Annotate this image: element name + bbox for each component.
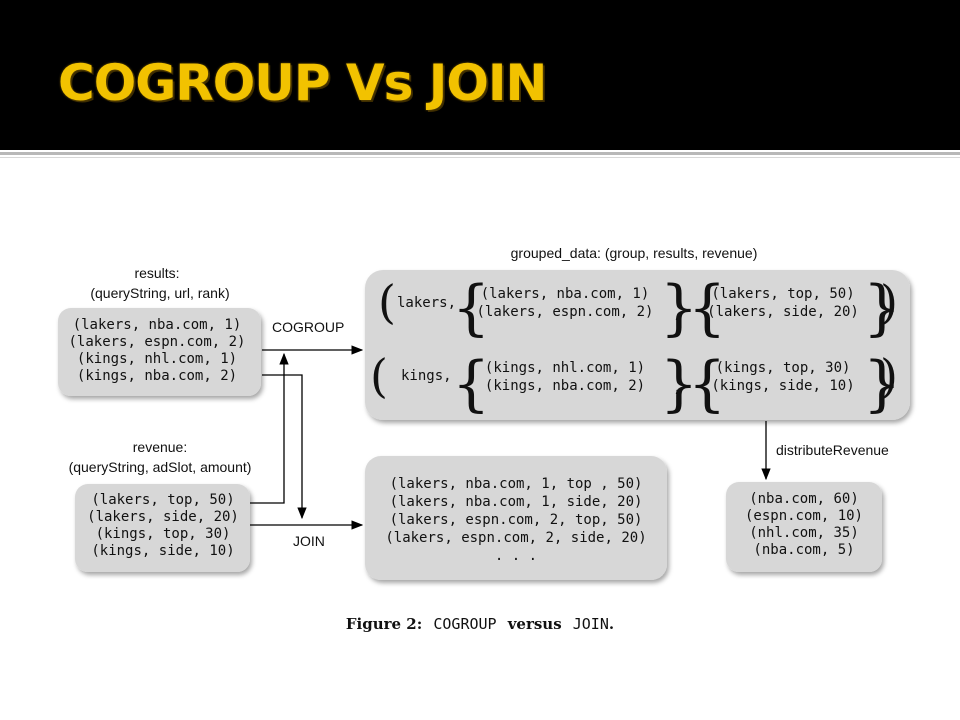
results-bag-open-brace: { <box>452 273 490 343</box>
grouped-results-tuple: (lakers, nba.com, 1) <box>481 286 650 302</box>
distribute-result-row: (nba.com, 5) <box>753 542 854 558</box>
revenue-bag-close-brace: } <box>863 349 901 419</box>
results-row: (lakers, espn.com, 2) <box>68 334 245 350</box>
join-edge-label: JOIN <box>293 533 325 549</box>
grouped-revenue-tuple: (kings, side, 10) <box>711 378 854 394</box>
distribute-result-box <box>726 482 882 572</box>
group-open-paren: ( <box>378 275 396 329</box>
title-divider-thin <box>0 157 960 158</box>
group-key: kings, <box>401 368 452 384</box>
grouped-revenue-tuple: (kings, top, 30) <box>716 360 851 376</box>
revenue-row: (lakers, top, 50) <box>91 492 234 508</box>
join-result-box <box>365 456 667 580</box>
title-divider <box>0 152 960 155</box>
results-row: (kings, nba.com, 2) <box>77 368 237 384</box>
join-result-row: (lakers, espn.com, 2, side, 20) <box>385 530 646 546</box>
results-bag-close-brace: } <box>660 349 698 419</box>
slide-title: COGROUP Vs JOIN <box>58 54 547 112</box>
revenue-header-schema: (queryString, adSlot, amount) <box>69 459 252 475</box>
grouped-revenue-tuple: (lakers, side, 20) <box>707 304 859 320</box>
join-result-row: (lakers, nba.com, 1, side, 20) <box>390 494 643 510</box>
grouped-box <box>365 270 910 420</box>
group-close-paren: ) <box>880 275 898 329</box>
revenue-bag-open-brace: { <box>688 349 726 419</box>
grouped-results-tuple: (kings, nba.com, 2) <box>485 378 645 394</box>
caption-op-cogroup: COGROUP <box>433 615 496 633</box>
grouped-revenue-tuple: (lakers, top, 50) <box>711 286 854 302</box>
distribute-edge-label: distributeRevenue <box>776 442 889 458</box>
results-bag-close-brace: } <box>660 273 698 343</box>
distribute-result-row: (espn.com, 10) <box>745 508 863 524</box>
revenue-row: (kings, side, 10) <box>91 543 234 559</box>
grouped-results-tuple: (lakers, espn.com, 2) <box>476 304 653 320</box>
revenue-row: (kings, top, 30) <box>96 526 231 542</box>
revenue-bag-open-brace: { <box>688 273 726 343</box>
group-open-paren: ( <box>370 349 388 403</box>
caption-versus: versus <box>507 615 562 633</box>
caption-prefix: Figure 2: <box>346 615 422 633</box>
grouped-results-tuple: (kings, nhl.com, 1) <box>485 360 645 376</box>
figure-caption: Figure 2: COGROUP versus JOIN. <box>346 614 614 633</box>
bag-separator: , <box>673 306 681 322</box>
revenue-header-name: revenue: <box>133 439 187 455</box>
results-to-join-arrow <box>262 374 307 520</box>
caption-period: . <box>609 615 614 633</box>
title-bar: COGROUP Vs JOIN <box>0 0 960 150</box>
caption-op-join: JOIN <box>573 615 609 633</box>
cogroup-edge-label: COGROUP <box>272 319 344 335</box>
results-bag-open-brace: { <box>452 349 490 419</box>
revenue-to-cogroup-arrow <box>250 352 289 504</box>
join-result-row: (lakers, nba.com, 1, top , 50) <box>390 476 643 492</box>
join-result-ellipsis: . . . <box>495 548 537 564</box>
results-row: (kings, nhl.com, 1) <box>77 351 237 367</box>
revenue-row: (lakers, side, 20) <box>87 509 239 525</box>
group-key: lakers, <box>397 295 456 311</box>
revenue-box <box>75 484 250 572</box>
bag-separator: , <box>673 380 681 396</box>
results-header-name: results: <box>134 265 179 281</box>
results-box <box>58 308 261 396</box>
results-row: (lakers, nba.com, 1) <box>73 317 242 333</box>
group-close-paren: ) <box>880 349 898 403</box>
revenue-bag-close-brace: } <box>863 273 901 343</box>
distribute-result-row: (nba.com, 60) <box>749 491 859 507</box>
distribute-result-row: (nhl.com, 35) <box>749 525 859 541</box>
join-result-row: (lakers, espn.com, 2, top, 50) <box>390 512 643 528</box>
grouped-header: grouped_data: (group, results, revenue) <box>511 245 758 261</box>
results-header-schema: (queryString, url, rank) <box>90 285 229 301</box>
